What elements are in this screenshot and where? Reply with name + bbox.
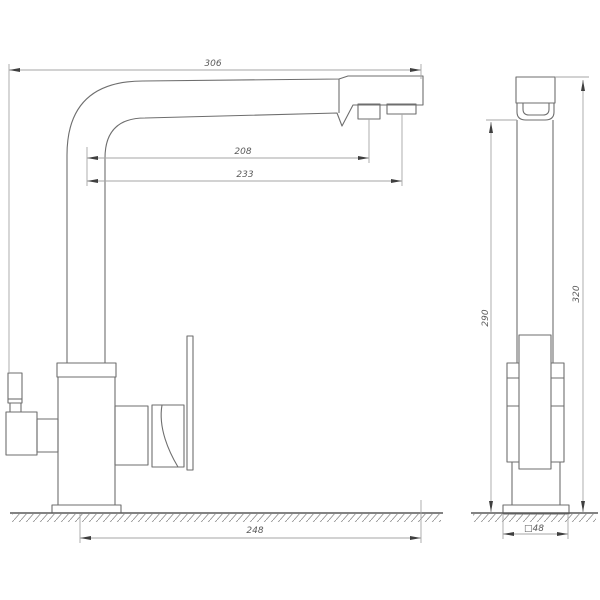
- dimension-total-reach: 306: [8, 59, 422, 374]
- handle-housing: [114, 405, 149, 466]
- handle-lever-blade: [186, 335, 194, 471]
- base-plate-front: [51, 504, 122, 514]
- front-view: [5, 75, 443, 522]
- filter-valve-connector: [36, 418, 59, 453]
- ground-hatch-front: [12, 514, 441, 522]
- dimension-label-306: 306: [204, 59, 221, 69]
- handle-pivot: [151, 404, 185, 468]
- dimension-height-320: 320: [555, 76, 589, 512]
- dimension-base-to-tip: 248: [79, 500, 422, 543]
- dimension-label-48: □48: [524, 524, 544, 534]
- dimension-label-248: 248: [246, 526, 263, 536]
- dimension-label-320: 320: [572, 285, 582, 302]
- side-tip-outer: [516, 103, 555, 121]
- dimension-height-290: 290: [481, 119, 517, 512]
- dimension-main-outlet-offset: 208: [86, 119, 370, 186]
- dimension-label-208: 208: [234, 147, 251, 157]
- body-flange: [56, 362, 117, 378]
- side-lever-blade: [518, 334, 552, 470]
- aerator-outlet-filter: [386, 103, 417, 115]
- dimension-label-290: 290: [481, 309, 491, 326]
- handle-pivot-curve: [160, 404, 179, 468]
- filter-valve-body: [5, 411, 38, 456]
- spout-outline: [66, 75, 424, 363]
- ground-hatch-side: [473, 514, 596, 522]
- dimension-base-square: □48: [502, 515, 569, 539]
- aerator-outlet-main: [357, 103, 381, 120]
- filter-valve-collar: [9, 402, 22, 413]
- dimension-label-233: 233: [236, 170, 253, 180]
- dimension-filter-outlet-offset: 233: [87, 114, 403, 186]
- side-tip-inner: [522, 103, 550, 116]
- faucet-body: [57, 376, 116, 506]
- side-cap: [515, 76, 556, 104]
- side-view: [471, 76, 598, 522]
